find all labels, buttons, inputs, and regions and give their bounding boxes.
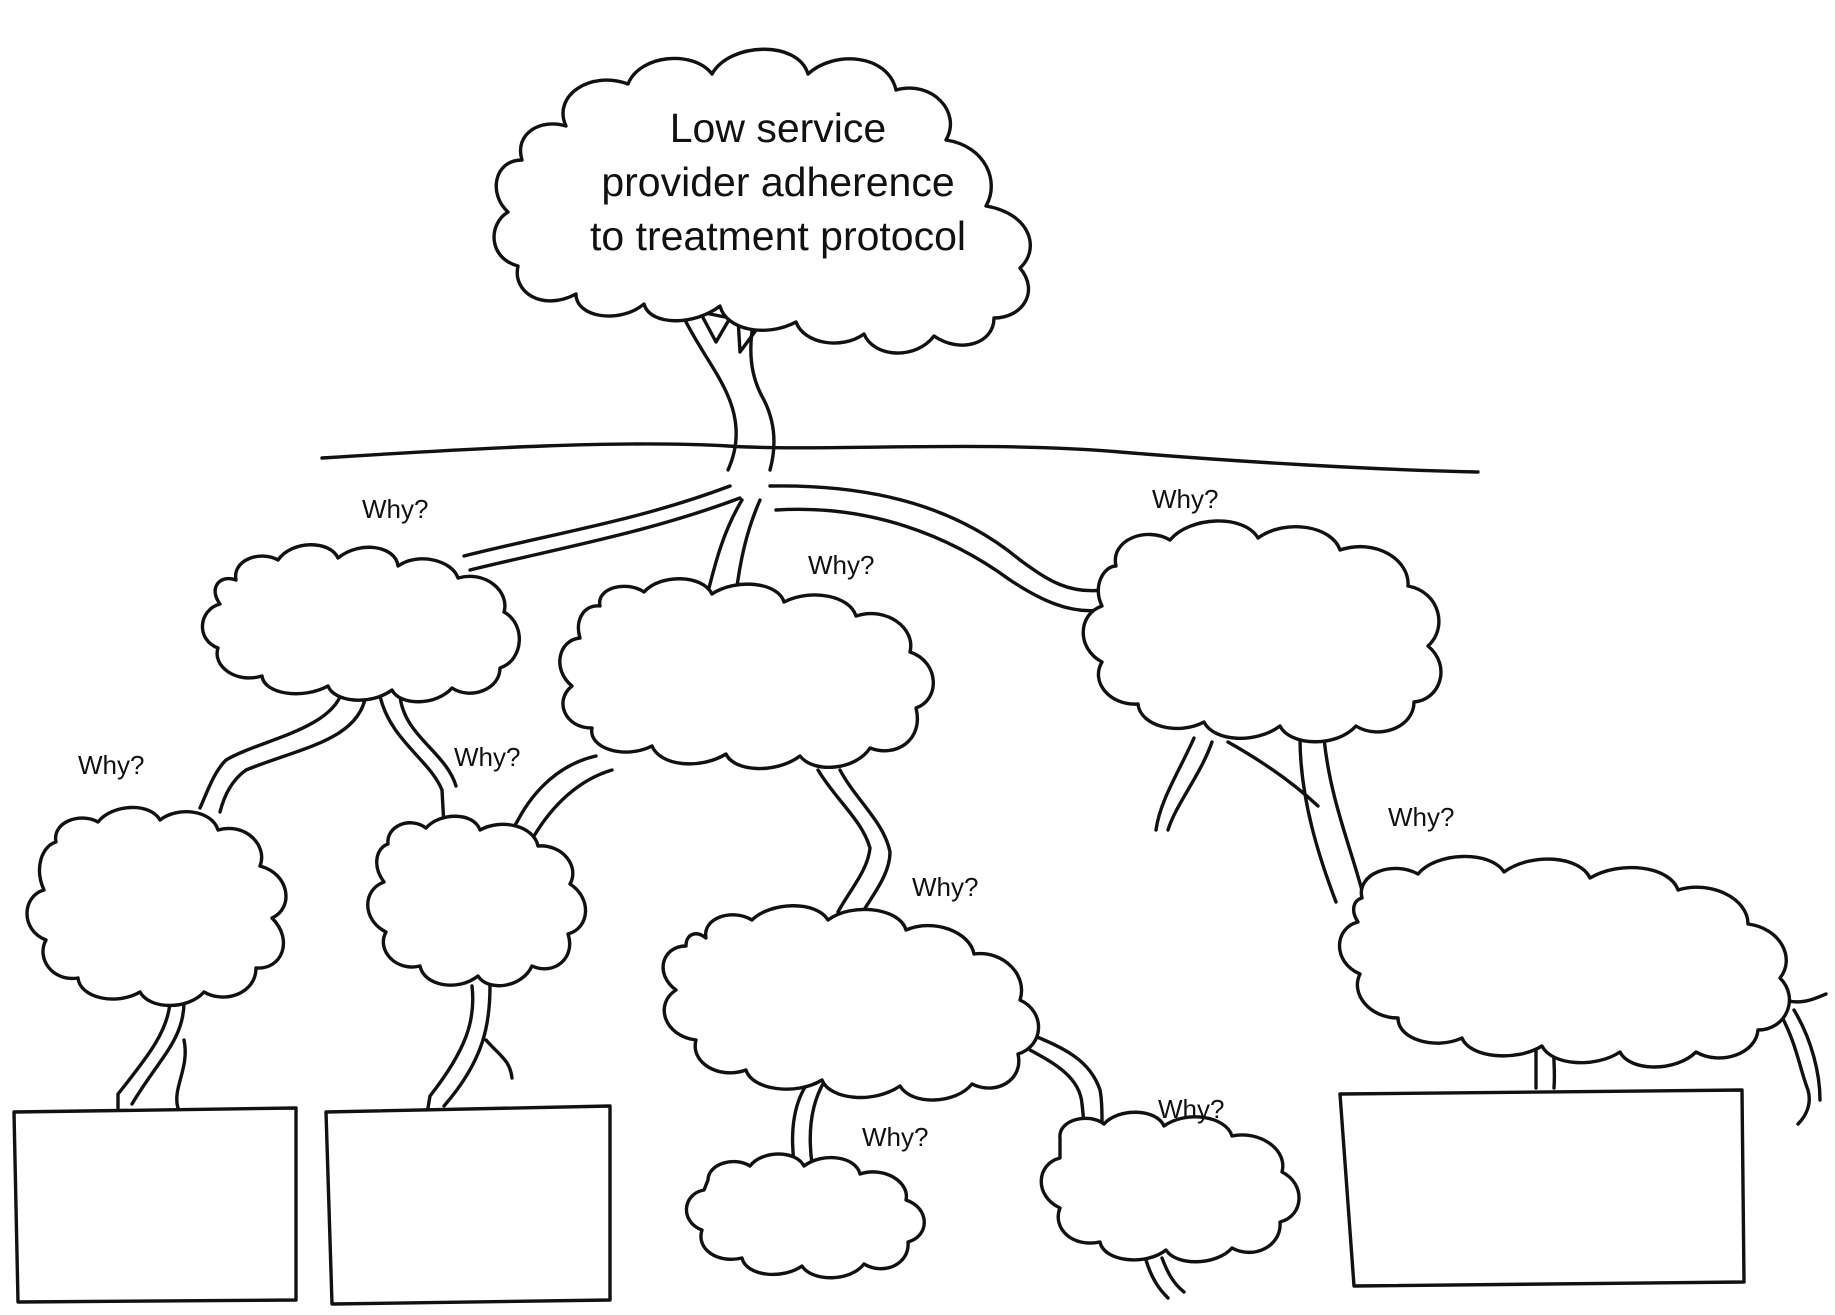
why-label: Why?	[1388, 802, 1454, 832]
blank-boxes	[12, 1088, 1746, 1306]
why-label: Why?	[862, 1122, 928, 1152]
answer-box-2[interactable]	[324, 1104, 612, 1306]
why-label: Why?	[912, 872, 978, 902]
main-trunk	[682, 316, 738, 472]
answer-box-1[interactable]	[12, 1106, 298, 1304]
lower-left-cloud-1	[25, 805, 288, 1008]
why-label: Why?	[362, 494, 428, 524]
answer-box-3[interactable]	[1338, 1088, 1746, 1288]
right-cause-cloud	[1081, 519, 1443, 744]
why-label: Why?	[454, 742, 520, 772]
left-cause-cloud	[200, 543, 521, 704]
lower-left-cloud-2	[366, 814, 588, 988]
root-problem-line-3: to treatment protocol	[590, 213, 966, 259]
right-bottom-cloud	[1337, 854, 1792, 1069]
why-label: Why?	[78, 750, 144, 780]
root-problem-line-2: provider adherence	[601, 159, 954, 205]
why-label: Why?	[1158, 1094, 1224, 1124]
root-problem-text: Low service provider adherence to treatm…	[590, 105, 966, 259]
root-problem-cloud	[492, 47, 1032, 355]
bottom-small-cloud-right	[1039, 1110, 1301, 1264]
bottom-small-cloud-left	[684, 1152, 926, 1280]
why-label: Why?	[808, 550, 874, 580]
clouds	[25, 47, 1792, 1280]
ground-line	[320, 442, 1480, 474]
root-problem-line-1: Low service	[670, 105, 886, 151]
branches	[116, 310, 1828, 1300]
why-label: Why?	[1152, 484, 1218, 514]
middle-cause-cloud	[558, 577, 935, 771]
why-labels: Why? Why? Why? Why? Why? Why? Why? Why? …	[78, 484, 1454, 1152]
bottom-middle-cloud	[661, 904, 1041, 1102]
